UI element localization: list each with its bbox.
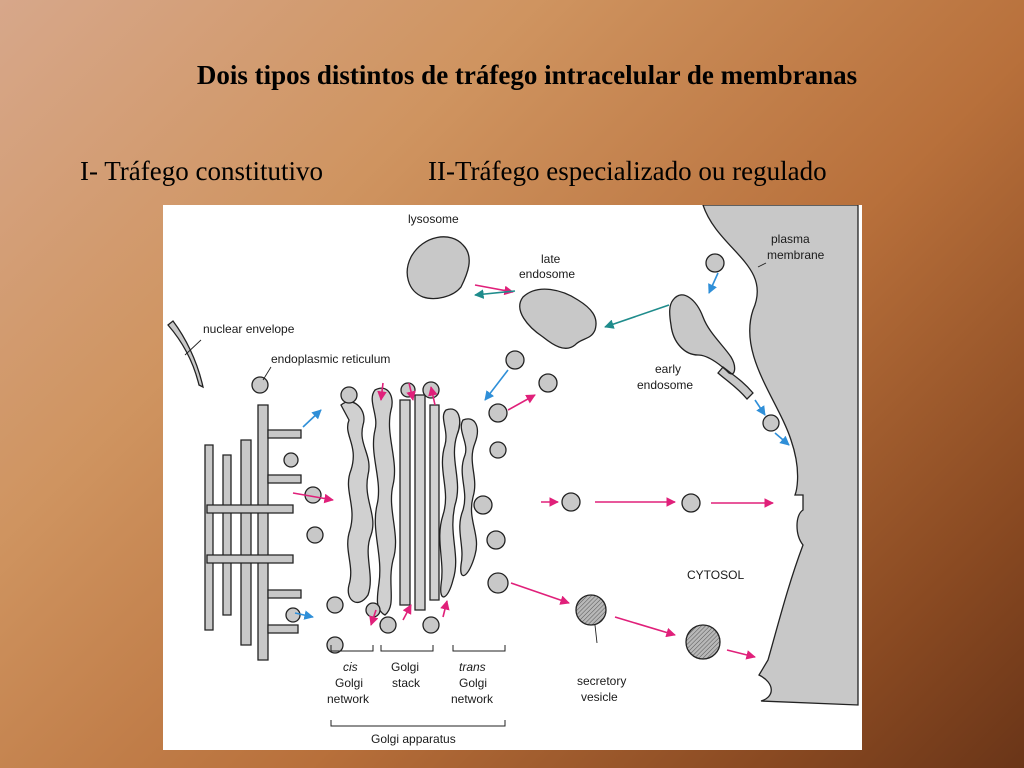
golgi-stack [340, 387, 478, 616]
pink-arrows [292, 284, 774, 660]
label-nuclear-envelope: nuclear envelope [203, 322, 295, 336]
golgi-vesicles [340, 381, 509, 634]
teal-arrows [474, 289, 670, 329]
label-early-endosome-2: endosome [637, 378, 693, 392]
late-endosome-shape [519, 288, 597, 349]
transport-vesicle [681, 493, 701, 513]
label-late-endosome-1: late [541, 252, 561, 266]
blue-arrows [294, 272, 790, 620]
label-trans-golgi: Golgi [459, 676, 487, 690]
slide-title: Dois tipos distintos de tráfego intracel… [196, 60, 858, 90]
secretory-vesicle-shape [685, 624, 721, 660]
label-cis: cis [343, 660, 358, 674]
subtitle-regulated: II-Tráfego especializado ou regulado [428, 156, 827, 186]
label-cis-golgi: Golgi [335, 676, 363, 690]
subtitle-constitutive: I- Tráfego constitutivo [80, 156, 323, 186]
label-secretory-vesicle-1: secretory [577, 674, 626, 688]
label-cytosol: CYTOSOL [687, 568, 744, 582]
label-secretory-vesicle-2: vesicle [581, 690, 618, 704]
label-lysosome: lysosome [408, 212, 459, 226]
golgi-brackets [330, 645, 506, 727]
endosome-vesicles [505, 253, 780, 432]
label-cis-network: network [327, 692, 370, 706]
er-vesicles [251, 376, 344, 654]
nuclear-envelope [167, 320, 204, 389]
label-trans: trans [459, 660, 486, 674]
endoplasmic-reticulum [204, 404, 302, 661]
label-golgi-apparatus: Golgi apparatus [371, 732, 456, 746]
plasma-membrane [702, 205, 859, 706]
label-golgi-stack-2: stack [392, 676, 421, 690]
label-plasma-membrane-2: membrane [767, 248, 825, 262]
label-late-endosome-2: endosome [519, 267, 575, 281]
label-golgi-stack-1: Golgi [391, 660, 419, 674]
lysosome-shape [406, 236, 470, 300]
label-trans-network: network [451, 692, 494, 706]
secretory-vesicle-shape [575, 594, 607, 626]
early-endosome-shape [669, 294, 754, 400]
label-plasma-membrane-1: plasma [771, 232, 810, 246]
label-endoplasmic-reticulum: endoplasmic reticulum [271, 352, 390, 366]
label-early-endosome-1: early [655, 362, 681, 376]
transport-vesicle [561, 492, 581, 512]
membrane-traffic-diagram: lysosome late endosome plasma membrane n… [163, 205, 862, 750]
